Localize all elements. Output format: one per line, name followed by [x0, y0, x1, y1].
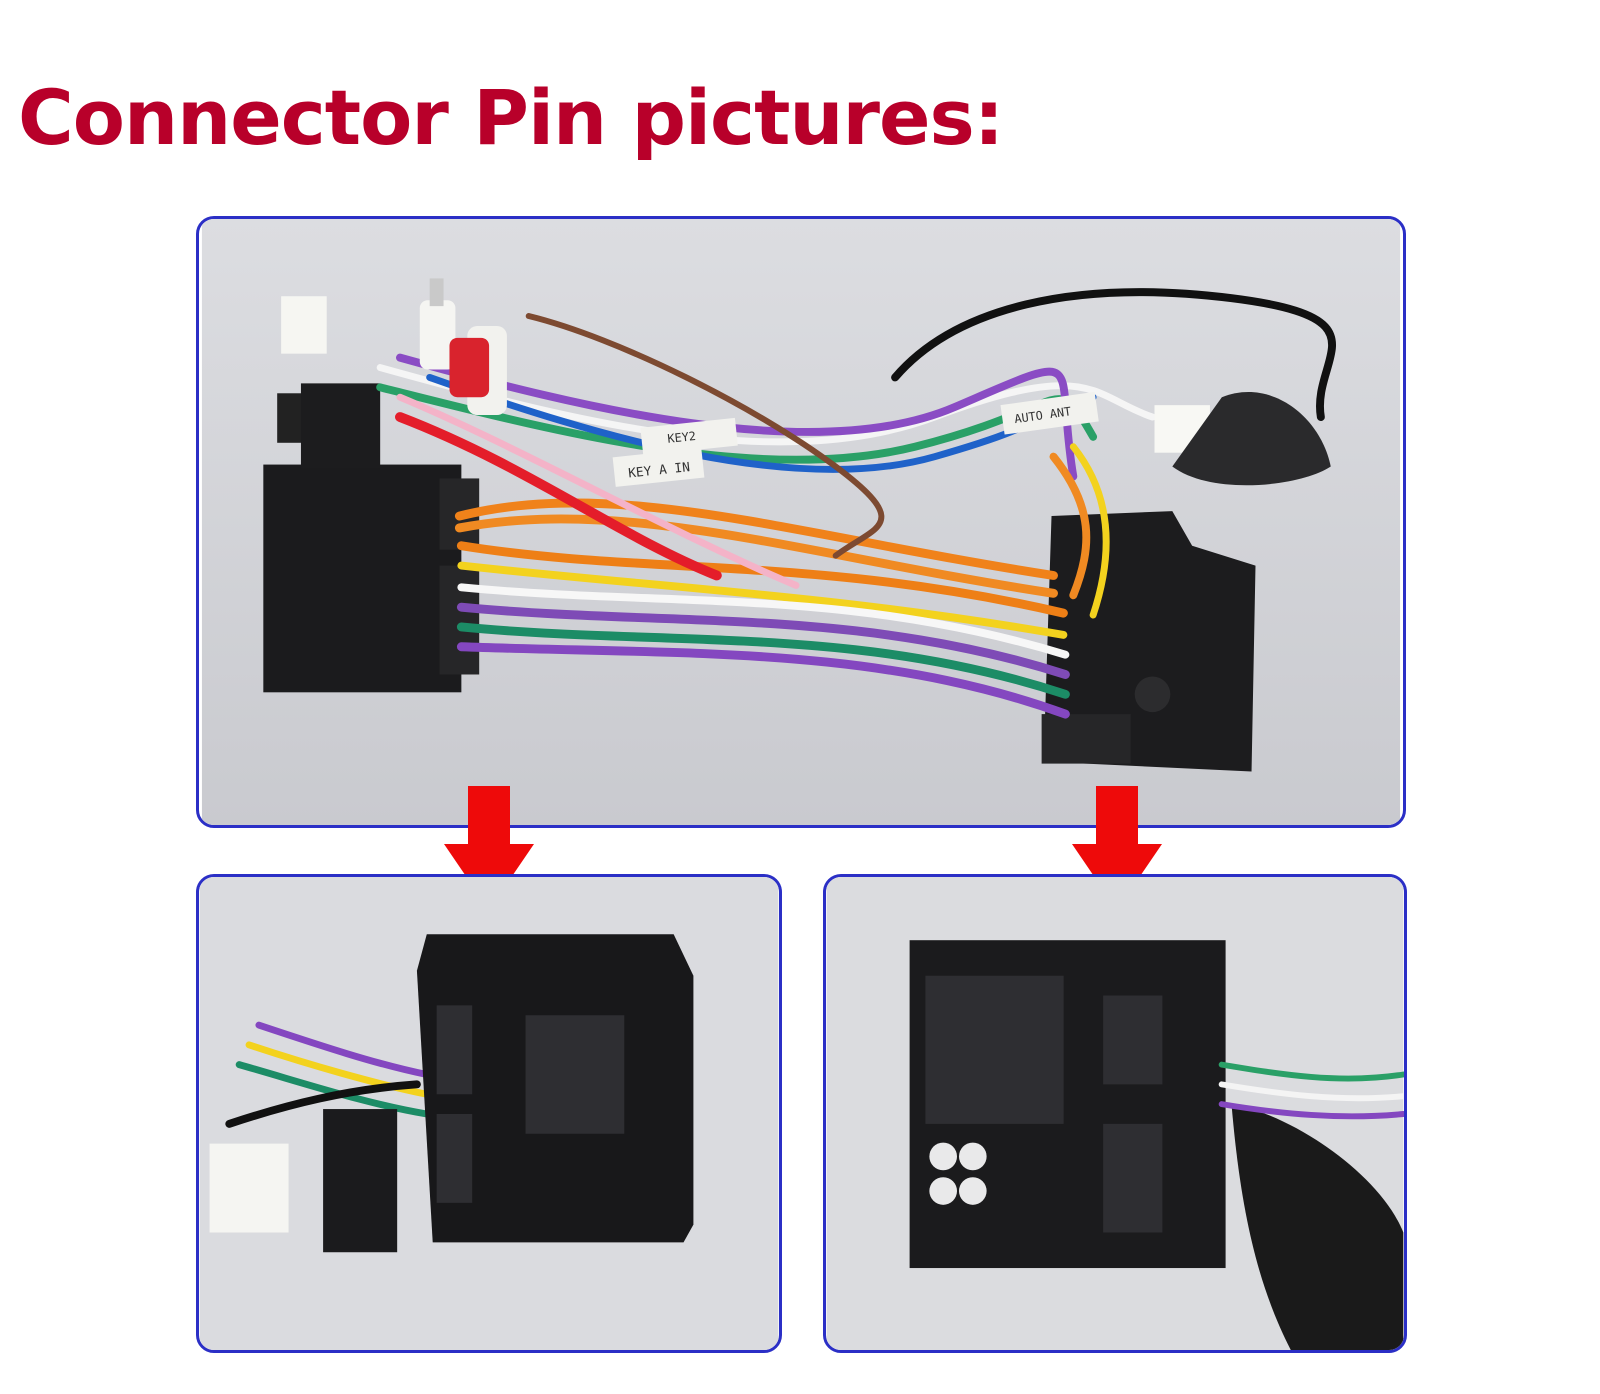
fabric-sleeve	[1172, 392, 1331, 486]
wire-tag-labels: KEY A IN KEY2 AUTO ANT	[612, 391, 1099, 487]
quadlock-connector-photo	[199, 877, 779, 1350]
wire-bundle	[376, 288, 1336, 719]
down-arrow-icon-right	[1072, 786, 1162, 910]
quadlock-photo-frame	[196, 874, 782, 1353]
fabric-sleeve	[1231, 1104, 1404, 1350]
page-title: Connector Pin pictures:	[18, 73, 1004, 162]
harness-photo-frame: KEY A IN KEY2 AUTO ANT	[196, 216, 1406, 828]
svg-text:KEY2: KEY2	[667, 429, 697, 446]
right-connector	[1041, 511, 1256, 772]
wiring-harness-photo: KEY A IN KEY2 AUTO ANT	[201, 219, 1401, 825]
left-connector	[263, 383, 480, 693]
white-plug	[281, 296, 327, 354]
vehicle-connector-photo-frame	[823, 874, 1407, 1353]
svg-text:KEY A IN: KEY A IN	[628, 460, 691, 481]
vehicle-connector-photo	[826, 877, 1404, 1350]
down-arrow-icon-left	[444, 786, 534, 910]
iso-connector	[323, 1109, 398, 1253]
rca-plugs	[419, 278, 507, 416]
